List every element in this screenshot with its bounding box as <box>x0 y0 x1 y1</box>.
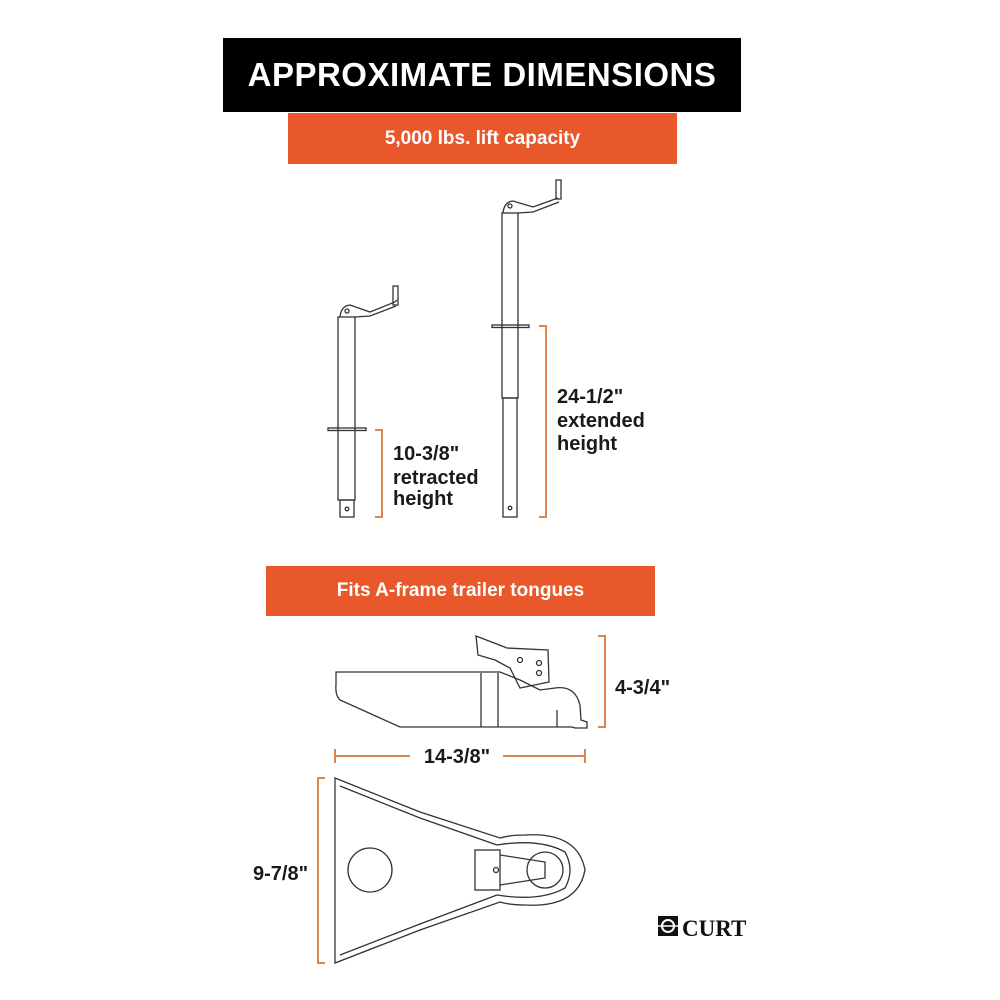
extended-height-bracket <box>539 325 547 518</box>
coupler-width-value: 9-7/8" <box>253 863 308 885</box>
coupler-length-value: 14-3/8" <box>424 746 490 768</box>
coupler-length-dimension-line <box>334 749 586 763</box>
extended-height-label-2: height <box>557 433 617 455</box>
coupler-height-value: 4-3/4" <box>615 677 670 699</box>
page-title: APPROXIMATE DIMENSIONS <box>223 38 741 112</box>
extended-jack-drawing <box>491 179 562 518</box>
coupler-height-bracket <box>598 635 606 728</box>
extended-height-label: extended <box>557 410 645 432</box>
fits-a-frame-banner: Fits A-frame trailer tongues <box>266 566 655 616</box>
curt-logo-text: CURT <box>682 916 746 941</box>
coupler-width-bracket <box>317 777 325 964</box>
retracted-jack-drawing <box>327 285 399 518</box>
retracted-height-label: retracted <box>393 467 479 489</box>
retracted-height-value: 10-3/8" <box>393 443 459 465</box>
curt-logo: CURT <box>658 916 746 941</box>
retracted-height-label-2: height <box>393 488 453 510</box>
coupler-top-view-drawing <box>334 777 586 964</box>
retracted-height-bracket <box>375 429 383 518</box>
lift-capacity-banner: 5,000 lbs. lift capacity <box>288 113 677 164</box>
extended-height-value: 24-1/2" <box>557 386 623 408</box>
coupler-side-view-drawing <box>335 635 588 729</box>
